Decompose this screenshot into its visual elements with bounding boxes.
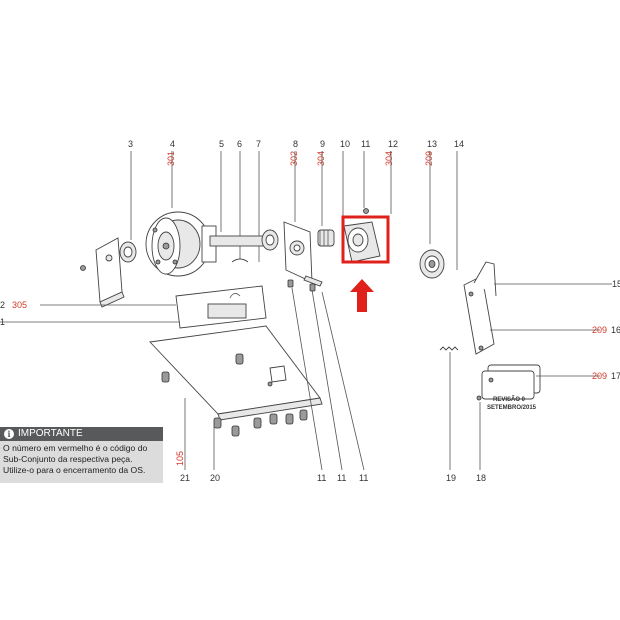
gear-part-9 <box>317 229 335 247</box>
important-title: IMPORTANTE <box>18 428 83 439</box>
bracket-part-3 <box>80 237 137 308</box>
info-icon: i <box>4 429 14 439</box>
label-2: 2 <box>0 300 5 310</box>
spring-part-19 <box>439 346 459 351</box>
label-21: 21 <box>180 473 190 483</box>
label-17: 17 <box>611 371 620 381</box>
important-line-2: Sub-Conjunto da respectiva peça. <box>3 454 133 464</box>
label-18: 18 <box>476 473 486 483</box>
code-302: 302 <box>289 151 299 166</box>
label-11-bottom-1: 11 <box>317 473 326 483</box>
label-1: 1 <box>0 317 5 327</box>
important-line-3: Utilize-o para o encerramento da OS. <box>3 465 146 475</box>
label-11-top: 11 <box>361 139 370 149</box>
code-301: 301 <box>166 151 176 166</box>
code-209-16: 209 <box>592 325 607 335</box>
label-12: 12 <box>388 139 398 149</box>
lever-part-14 <box>463 261 497 355</box>
label-11-bottom-3: 11 <box>359 473 368 483</box>
screws-group <box>161 279 316 437</box>
label-3: 3 <box>128 139 133 149</box>
important-line-1: O número em vermelho é o código do <box>3 443 148 453</box>
code-305: 305 <box>12 300 27 310</box>
label-11-bottom-2: 11 <box>337 473 346 483</box>
label-15: 15 <box>612 279 620 289</box>
highlight-box <box>341 215 390 264</box>
highlighted-pulley-part <box>343 208 381 263</box>
label-4: 4 <box>170 139 175 149</box>
label-6: 6 <box>237 139 242 149</box>
label-5: 5 <box>219 139 224 149</box>
label-7: 7 <box>256 139 261 149</box>
label-19: 19 <box>446 473 456 483</box>
label-14: 14 <box>454 139 464 149</box>
label-10: 10 <box>340 139 350 149</box>
code-209-top: 209 <box>424 151 434 166</box>
base-plate-part-21 <box>149 325 323 421</box>
important-header: i IMPORTANTE <box>0 427 163 441</box>
plate-part-17 <box>476 364 541 401</box>
revision-line-1: REVISÃO 0 <box>493 396 526 403</box>
label-13: 13 <box>427 139 437 149</box>
coupling-part-7 <box>231 229 279 263</box>
plate-part-8 <box>283 221 323 287</box>
box-part-2 <box>175 285 267 329</box>
code-209-17: 209 <box>592 371 607 381</box>
label-8: 8 <box>293 139 298 149</box>
code-304-b: 304 <box>384 151 394 166</box>
label-16: 16 <box>611 325 620 335</box>
wheel-part-13 <box>419 249 445 279</box>
up-arrow-icon <box>350 279 374 312</box>
important-note: i IMPORTANTE O número em vermelho é o có… <box>0 427 163 483</box>
code-304-a: 304 <box>316 151 326 166</box>
revision-line-2: SETEMBRO/2015 <box>487 405 537 411</box>
label-9: 9 <box>320 139 325 149</box>
motor-part-4 <box>145 211 271 277</box>
important-body: O número em vermelho é o código do Sub-C… <box>0 441 163 483</box>
code-105: 105 <box>175 451 185 466</box>
label-20: 20 <box>210 473 220 483</box>
